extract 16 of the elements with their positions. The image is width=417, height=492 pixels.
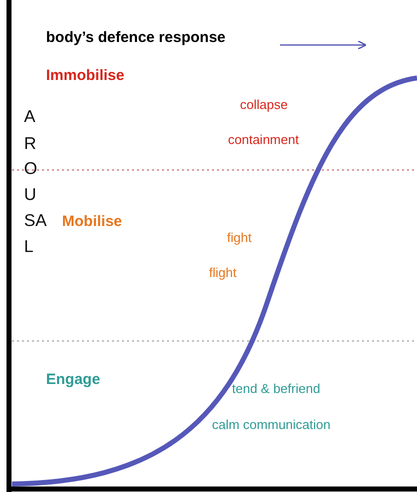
axis-letter: O [24, 160, 38, 179]
response-label: collapse [240, 98, 288, 112]
response-label: fight [227, 231, 252, 246]
axis-letter: R [24, 135, 36, 154]
axis-letter: U [24, 186, 36, 205]
axis-letter: A [24, 108, 36, 127]
zone-label: Engage [46, 372, 100, 388]
response-label: tend & befriend [232, 382, 320, 396]
response-label: containment [228, 133, 299, 148]
response-label: calm communication [212, 418, 330, 432]
zone-label: Immobilise [46, 68, 124, 84]
axis-letter: L [24, 238, 34, 257]
zone-label: Mobilise [62, 214, 122, 230]
axis-letter: SA [24, 212, 47, 231]
response-label: flight [209, 266, 236, 280]
title-text: body’s defence response [46, 30, 226, 46]
